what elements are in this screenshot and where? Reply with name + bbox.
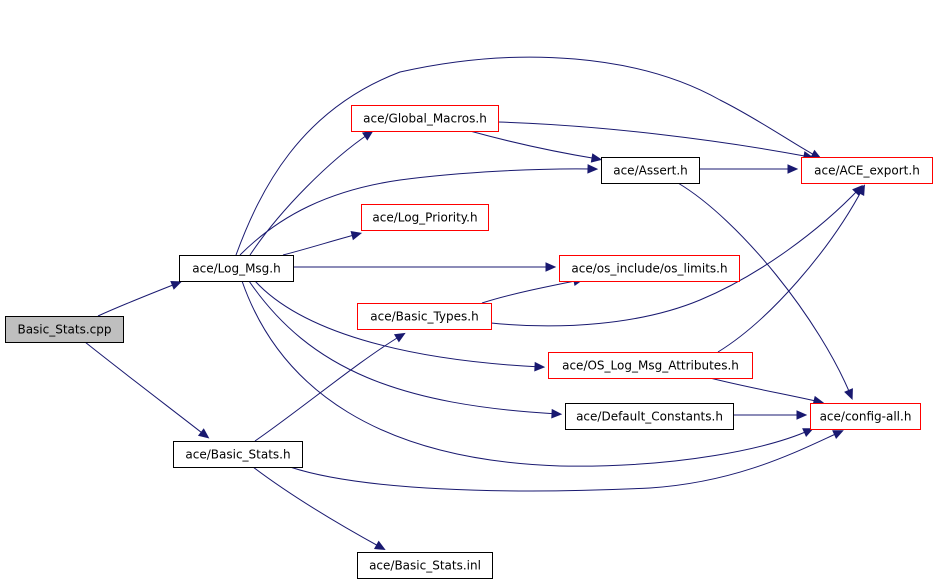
node-label: ace/config-all.h bbox=[820, 410, 912, 424]
edge-line bbox=[481, 279, 581, 304]
edge-assert_h-to-ace_export_h bbox=[699, 164, 799, 174]
nodes-layer: Basic_Stats.cpp ace/Log_Msg.h ace/Basic_St… bbox=[5, 105, 933, 579]
edge-os_log_msg_attributes_h-to-ace_export_h bbox=[717, 184, 865, 353]
node-os-limits-h[interactable]: ace/os_include/os_limits.h bbox=[559, 255, 740, 282]
node-basic-stats-cpp[interactable]: Basic_Stats.cpp bbox=[5, 316, 124, 343]
edge-line bbox=[490, 187, 861, 327]
node-box bbox=[810, 403, 921, 430]
node-log-priority-h[interactable]: ace/Log_Priority.h bbox=[361, 204, 489, 231]
arrowhead bbox=[787, 164, 799, 174]
node-log-msg-h[interactable]: ace/Log_Msg.h bbox=[179, 255, 294, 282]
node-box bbox=[601, 157, 700, 184]
node-box bbox=[179, 255, 294, 282]
arrowhead bbox=[587, 164, 599, 174]
edge-line bbox=[709, 377, 821, 403]
arrowhead bbox=[855, 184, 865, 197]
edge-line bbox=[497, 121, 811, 158]
arrowhead bbox=[832, 430, 844, 440]
edge-line bbox=[254, 334, 403, 442]
node-os-log-msg-attributes-h[interactable]: ace/OS_Log_Msg_Attributes.h bbox=[548, 352, 753, 379]
edge-log_msg_h-to-os_limits_h bbox=[294, 262, 557, 272]
node-box bbox=[548, 352, 753, 379]
edge-assert_h-to-config_all_h bbox=[677, 182, 853, 400]
node-label: Basic_Stats.cpp bbox=[17, 323, 111, 337]
edge-line bbox=[241, 280, 811, 467]
arrowhead bbox=[545, 262, 557, 272]
arrowhead bbox=[590, 153, 603, 163]
edge-line bbox=[97, 282, 179, 317]
edge-line bbox=[239, 168, 595, 256]
node-label: ace/Log_Msg.h bbox=[192, 262, 280, 276]
node-global-macros-h[interactable]: ace/Global_Macros.h bbox=[351, 105, 499, 132]
node-label: ace/os_include/os_limits.h bbox=[571, 262, 727, 276]
node-basic-stats-inl[interactable]: ace/Basic_Stats.inl bbox=[357, 552, 493, 579]
arrowhead bbox=[373, 540, 386, 550]
node-label: ace/OS_Log_Msg_Attributes.h bbox=[562, 359, 739, 373]
edge-line bbox=[235, 56, 819, 256]
edge-log_msg_h-to-global_macros_h bbox=[249, 130, 374, 256]
edge-log_msg_h-to-default_constants_h bbox=[248, 280, 563, 419]
edge-default_constants_h-to-config_all_h bbox=[733, 410, 808, 420]
edge-line bbox=[282, 233, 359, 256]
node-label: ace/Assert.h bbox=[613, 164, 688, 178]
node-box bbox=[351, 105, 499, 132]
arrowhead bbox=[350, 230, 363, 241]
edge-line bbox=[248, 280, 559, 415]
node-label: ace/ACE_export.h bbox=[814, 164, 920, 178]
node-assert-h[interactable]: ace/Assert.h bbox=[601, 157, 700, 184]
edge-basic_stats_h-to-basic_types_h bbox=[254, 332, 406, 442]
node-label: ace/Basic_Stats.h bbox=[185, 448, 290, 462]
edge-global_macros_h-to-ace_export_h bbox=[497, 121, 815, 161]
edge-line bbox=[254, 280, 542, 368]
edge-os_log_msg_attributes_h-to-config_all_h bbox=[709, 377, 825, 406]
arrowhead bbox=[802, 428, 814, 438]
node-box bbox=[5, 316, 124, 343]
node-label: ace/Basic_Stats.inl bbox=[369, 559, 481, 573]
edge-line bbox=[289, 431, 841, 492]
node-box bbox=[173, 441, 303, 468]
edge-basic_stats_h-to-basic_stats_inl bbox=[252, 466, 386, 550]
node-box bbox=[565, 403, 734, 430]
arrowhead bbox=[534, 361, 546, 372]
node-label: ace/Log_Priority.h bbox=[372, 211, 477, 225]
node-label: ace/Global_Macros.h bbox=[363, 112, 487, 126]
edge-log_msg_h-to-log_priority_h bbox=[282, 230, 363, 256]
node-box bbox=[357, 303, 492, 330]
edge-log_msg_h-to-assert_h bbox=[239, 164, 599, 256]
node-basic-stats-h[interactable]: ace/Basic_Stats.h bbox=[173, 441, 303, 468]
edge-log_msg_h-to-os_log_msg_attributes_h bbox=[254, 280, 546, 372]
node-box bbox=[559, 255, 740, 282]
edge-basic_stats_cpp-to-log_msg_h bbox=[97, 280, 182, 317]
arrowhead bbox=[170, 280, 182, 290]
node-default-constants-h[interactable]: ace/Default_Constants.h bbox=[565, 403, 734, 430]
node-box bbox=[801, 157, 933, 184]
edge-line bbox=[469, 130, 599, 160]
edge-log_msg_h-to-config_all_h bbox=[241, 280, 814, 467]
edge-line bbox=[717, 187, 864, 353]
edge-line bbox=[677, 182, 852, 397]
edge-global_macros_h-to-assert_h bbox=[469, 130, 603, 163]
node-config-all-h[interactable]: ace/config-all.h bbox=[810, 403, 921, 430]
edge-line bbox=[252, 466, 383, 549]
edges-layer bbox=[84, 56, 865, 550]
arrowhead bbox=[551, 408, 563, 419]
edge-log_msg_h-to-ace_export_h bbox=[235, 56, 822, 256]
edge-basic_stats_cpp-to-basic_stats_h bbox=[84, 341, 210, 439]
arrowhead bbox=[796, 410, 808, 420]
arrowhead bbox=[197, 428, 210, 439]
edge-basic_stats_h-to-config_all_h bbox=[289, 430, 844, 492]
edge-line bbox=[84, 341, 207, 437]
node-basic-types-h[interactable]: ace/Basic_Types.h bbox=[357, 303, 492, 330]
arrowhead bbox=[393, 332, 406, 343]
node-box bbox=[361, 204, 489, 231]
arrowhead bbox=[361, 130, 374, 141]
node-label: ace/Basic_Types.h bbox=[370, 310, 478, 324]
node-box bbox=[357, 552, 493, 579]
node-ace-export-h[interactable]: ace/ACE_export.h bbox=[801, 157, 933, 184]
edge-line bbox=[249, 132, 371, 256]
arrowhead bbox=[844, 388, 853, 400]
node-label: ace/Default_Constants.h bbox=[576, 410, 723, 424]
